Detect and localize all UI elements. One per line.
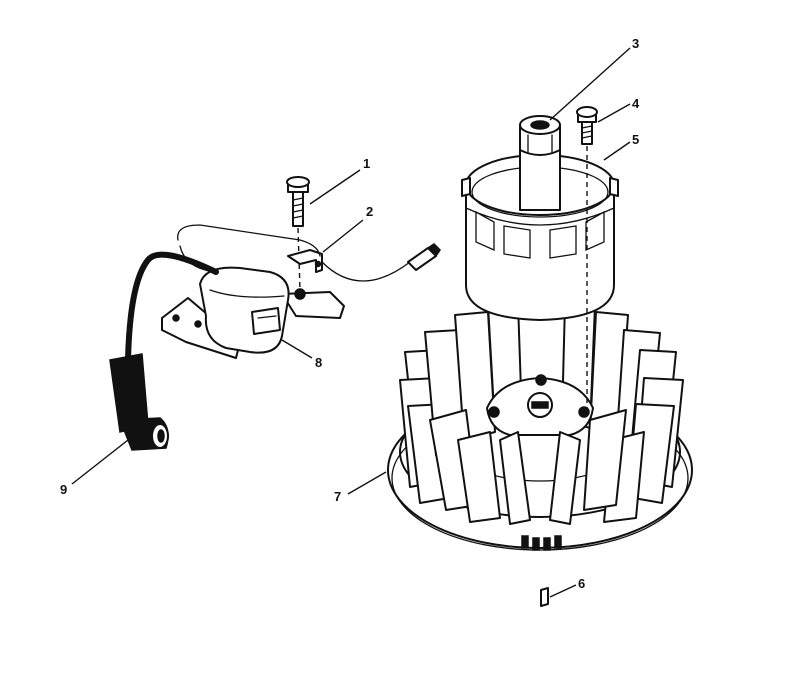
part-number-3: 3	[632, 36, 639, 51]
ground-bracket	[287, 243, 441, 282]
screen-bolt	[576, 106, 598, 408]
ignition-coil	[161, 224, 345, 359]
flywheel-key	[540, 587, 549, 607]
part-number-5: 5	[632, 132, 639, 147]
part-number-2: 2	[366, 204, 373, 219]
part-number-6: 6	[578, 576, 585, 591]
part-number-9: 9	[60, 482, 67, 497]
part-number-4: 4	[632, 96, 640, 111]
callout-leaders	[71, 47, 631, 598]
rotating-screen	[461, 149, 619, 321]
spark-plug-boot	[109, 251, 219, 451]
flywheel	[387, 302, 693, 551]
part-number-1: 1	[363, 156, 370, 171]
part-number-7: 7	[334, 489, 341, 504]
coil-bolt	[286, 176, 310, 291]
flywheel-nut	[519, 115, 561, 156]
part-number-8: 8	[315, 355, 322, 370]
